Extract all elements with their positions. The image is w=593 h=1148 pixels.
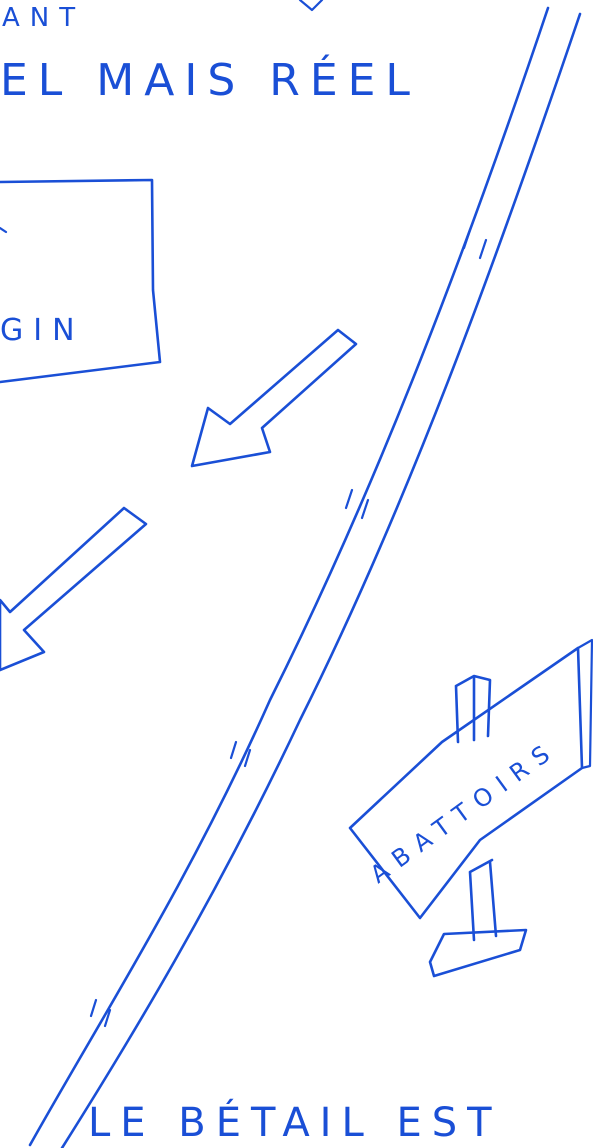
top-line-text: EL MAIS RÉEL: [0, 53, 420, 106]
road-center-dashes: [91, 230, 486, 1026]
top-scribble: [300, 0, 322, 10]
box-fragment-text: GIN: [0, 313, 85, 348]
signpost-pole-top: [456, 676, 490, 742]
arrow-lower: [0, 508, 146, 670]
top-fragment-text: ANT: [2, 3, 85, 33]
road-edge-left: [30, 8, 548, 1145]
bottom-line-text: LE BÉTAIL EST: [88, 1098, 502, 1146]
signpost-pole-bottom: [470, 860, 496, 940]
road-edge-right: [62, 14, 580, 1148]
sign-label-text: ABATTOIRS: [365, 734, 563, 888]
text-box-frame: [0, 180, 160, 382]
signpost-base: [430, 930, 526, 976]
arrow-upper: [192, 330, 356, 466]
box-fragment-mark: [0, 228, 6, 232]
